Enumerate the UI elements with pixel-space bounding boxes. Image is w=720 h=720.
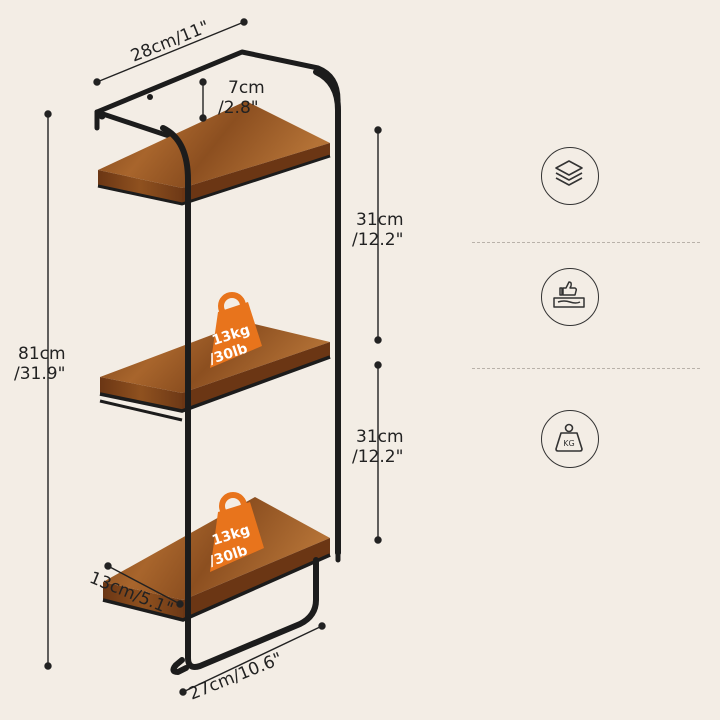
shelf-gap-label-line2: /2.8"	[218, 98, 259, 118]
load-tag-upper: 13kg /30lb	[207, 292, 262, 368]
lower-spacing-label-line1: 31cm	[356, 427, 404, 447]
towel-bar	[170, 557, 319, 675]
top-shelf	[97, 101, 331, 206]
upper-spacing-label-line1: 31cm	[356, 210, 404, 230]
feature-divider	[472, 368, 700, 369]
dimension-lines	[44, 18, 382, 696]
total-height-label-line1: 81cm	[18, 344, 66, 364]
screw-icon	[147, 94, 153, 100]
kg-weight-icon: KG	[541, 410, 599, 468]
lower-spacing-label-line2: /12.2"	[352, 447, 404, 467]
upper-spacing-label-line2: /12.2"	[352, 230, 404, 250]
screw-icon	[98, 112, 106, 120]
layers-icon	[541, 147, 599, 205]
front-frame	[160, 69, 341, 628]
kg-label: KG	[564, 439, 575, 448]
shelf-gap-label-line1: 7cm	[228, 78, 265, 98]
feature-divider	[472, 242, 700, 243]
thumbs-up-board-icon	[541, 268, 599, 326]
total-height-label-line2: /31.9"	[14, 364, 66, 384]
